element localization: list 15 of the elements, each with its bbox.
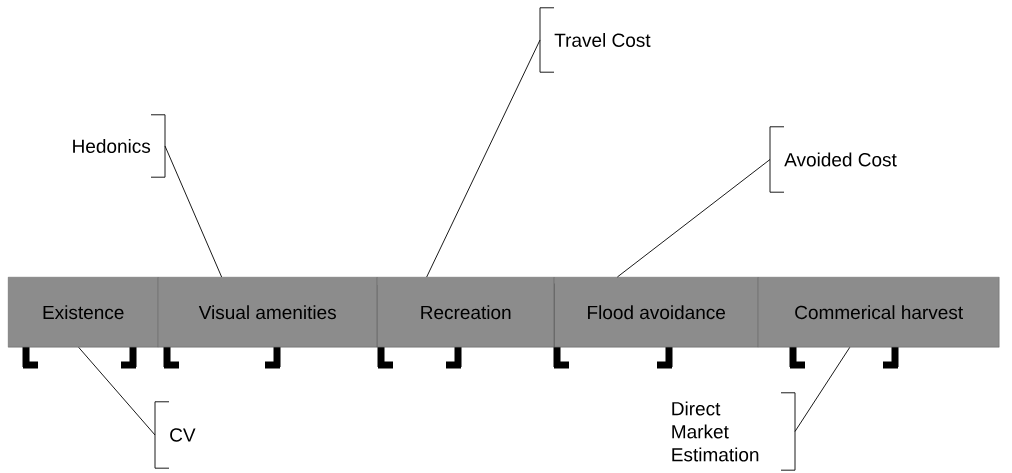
leader-line — [616, 159, 771, 278]
band-cell: Existence — [8, 277, 159, 348]
method-label: Direct Market Estimation — [672, 392, 796, 471]
method-label: Travel Cost — [539, 7, 651, 73]
method-label: CV — [154, 401, 196, 469]
leader-line — [794, 346, 851, 432]
band-cell: Visual amenities — [158, 277, 378, 348]
method-label: Hedonics — [73, 114, 166, 178]
method-label: Avoided Cost — [769, 126, 897, 193]
leader-line — [426, 39, 541, 278]
leader-line — [78, 346, 156, 436]
band-cell: Commerical harvest — [758, 277, 1000, 348]
band-cell: Flood avoidance — [554, 277, 759, 348]
leader-line — [164, 145, 223, 278]
band-cell: Recreation — [377, 277, 555, 348]
